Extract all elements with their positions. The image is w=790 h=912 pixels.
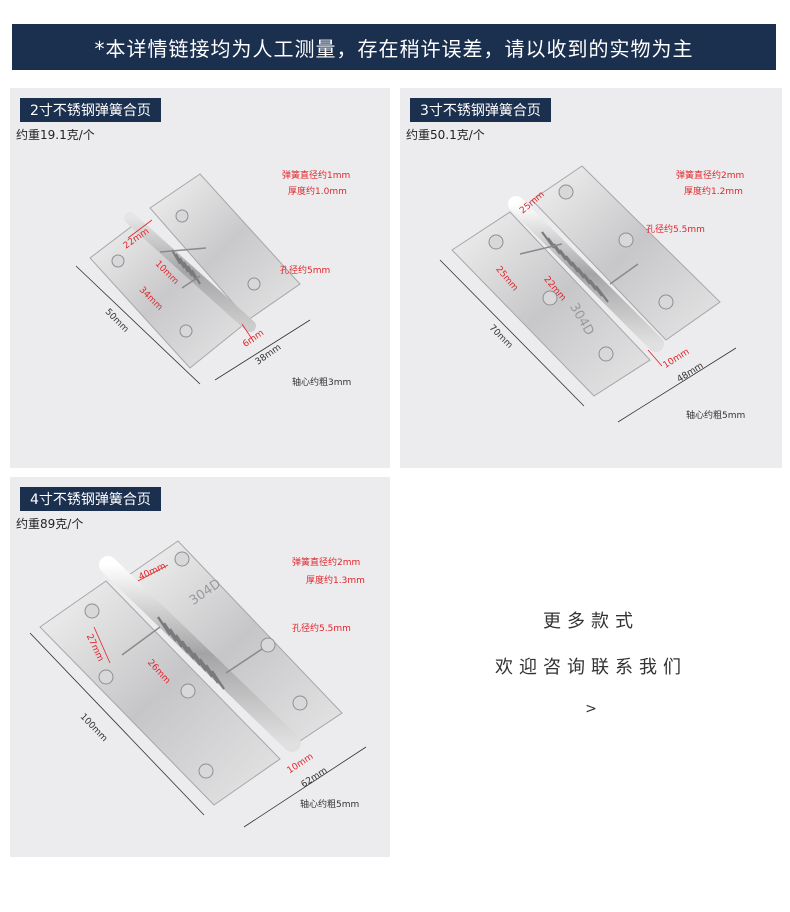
product-panel-4inch: 4寸不锈钢弹簧合页 约重89克/个	[10, 477, 390, 857]
notice-banner: *本详情链接均为人工测量，存在稍许误差，请以收到的实物为主	[12, 24, 776, 70]
screw-hole	[111, 254, 125, 268]
hinge-illustration	[75, 173, 311, 385]
screw-hole	[292, 695, 308, 711]
hinge-leaf-right	[149, 173, 301, 321]
hinge-leaf-right	[531, 165, 721, 341]
screw-hole	[179, 324, 193, 338]
screw-hole	[618, 232, 634, 248]
screw-hole	[260, 637, 276, 653]
product-title: 3寸不锈钢弹簧合页	[410, 98, 551, 122]
hole-diameter-note: 孔径约5.5mm	[292, 624, 351, 634]
hinge-illustration	[439, 165, 737, 423]
screw-hole	[598, 346, 614, 362]
spring-diameter-note: 弹簧直径约2mm	[292, 558, 361, 568]
screw-hole	[247, 277, 261, 291]
spring-coil	[171, 249, 201, 285]
screw-hole	[175, 209, 189, 223]
screw-hole	[98, 669, 114, 685]
screw-hole	[488, 234, 504, 250]
spring-coil	[157, 616, 225, 690]
screw-hole	[658, 294, 674, 310]
product-weight: 约重89克/个	[16, 517, 84, 531]
product-panel-3inch: 3寸不锈钢弹簧合页 约重50.1克/个	[400, 88, 782, 468]
product-title: 2寸不锈钢弹簧合页	[20, 98, 161, 122]
more-styles-block: 更多款式 欢迎咨询联系我们 >	[400, 477, 782, 857]
screw-hole	[174, 551, 190, 567]
spring-diameter-note: 弹簧直径约1mm	[282, 171, 351, 181]
axis-note: 轴心约粗3mm	[292, 378, 352, 388]
more-styles-title: 更多款式	[543, 611, 639, 632]
hinge-illustration	[29, 540, 367, 828]
hinge-pin	[508, 196, 664, 352]
hinge-pin	[99, 556, 301, 752]
axis-note: 轴心约粗5mm	[300, 800, 360, 810]
more-arrow-icon[interactable]: >	[585, 701, 597, 717]
hole-diameter-note: 孔径约5mm	[280, 266, 331, 276]
spring-coil	[541, 231, 609, 303]
thickness-note: 厚度约1.0mm	[288, 187, 347, 197]
axis-note: 轴心约粗5mm	[686, 411, 746, 421]
screw-hole	[84, 603, 100, 619]
screw-hole	[198, 763, 214, 779]
spring-diameter-note: 弹簧直径约2mm	[676, 171, 745, 181]
hinge-leaf-left	[39, 580, 281, 806]
contact-us-text: 欢迎咨询联系我们	[495, 657, 687, 678]
product-weight: 约重50.1克/个	[406, 128, 485, 142]
thickness-note: 厚度约1.3mm	[306, 576, 365, 586]
product-panel-2inch: 2寸不锈钢弹簧合页 约重19.1克/个	[10, 88, 390, 468]
product-title: 4寸不锈钢弹簧合页	[20, 487, 161, 511]
thickness-note: 厚度约1.2mm	[684, 187, 743, 197]
hole-diameter-note: 孔径约5.5mm	[646, 225, 705, 235]
screw-hole	[180, 683, 196, 699]
screw-hole	[558, 184, 574, 200]
screw-hole	[542, 290, 558, 306]
product-weight: 约重19.1克/个	[16, 128, 95, 142]
